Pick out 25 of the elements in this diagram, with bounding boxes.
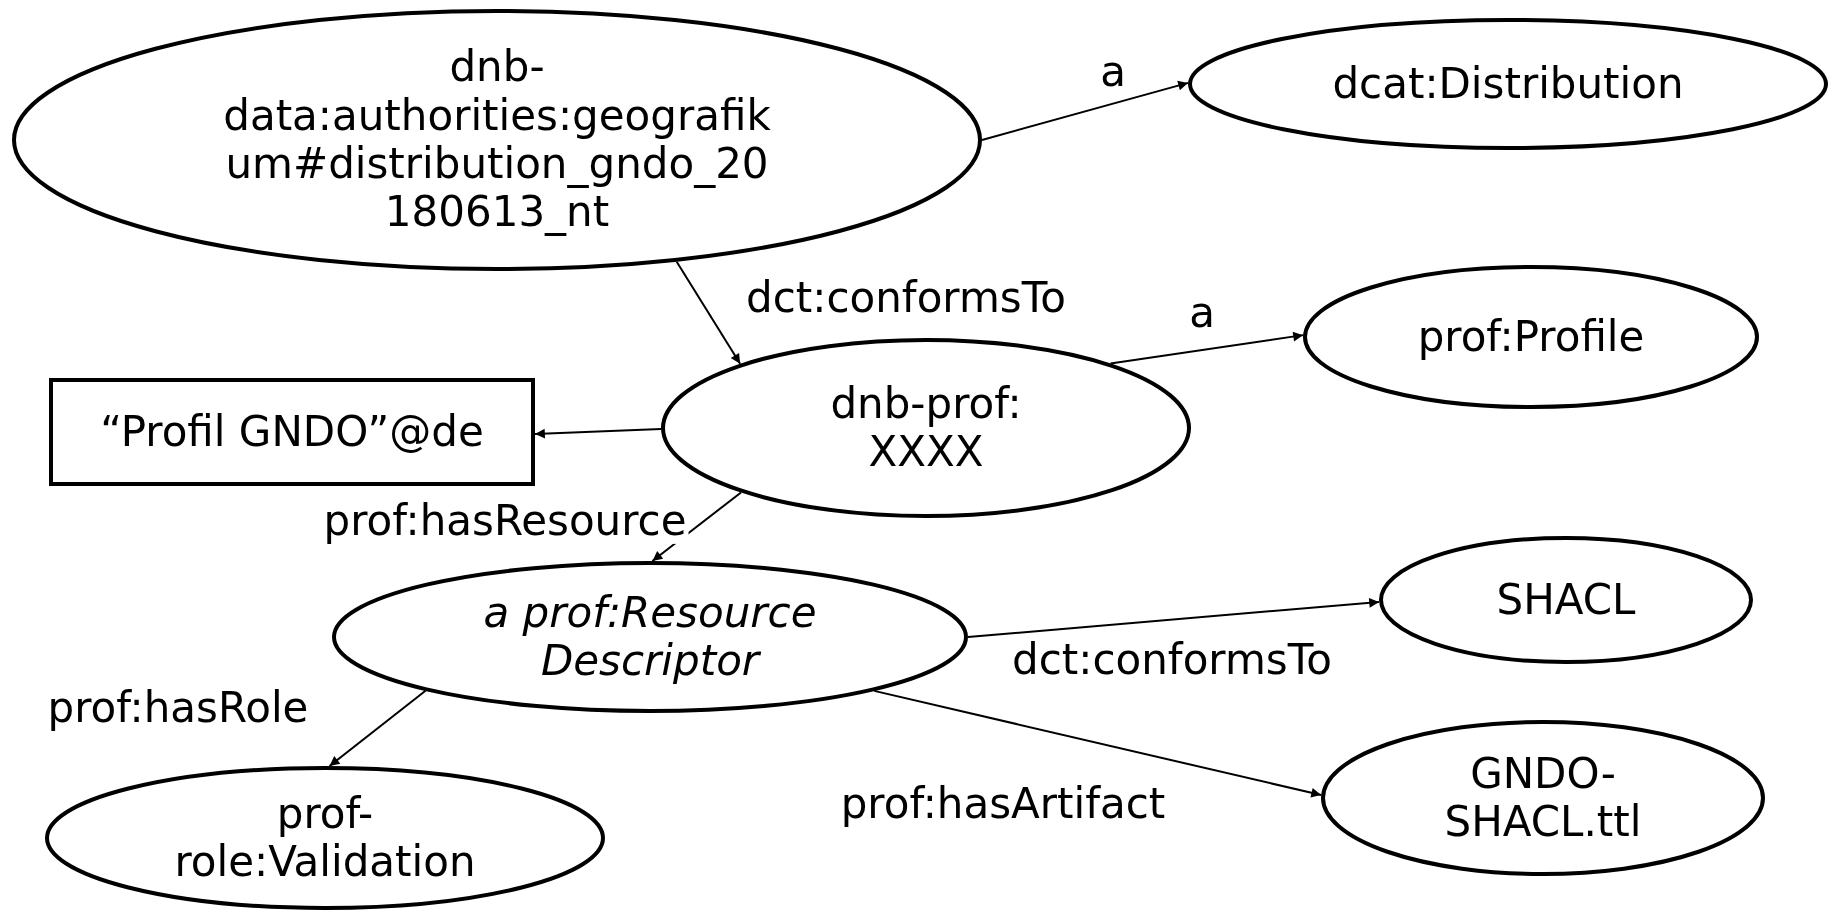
arrow <box>981 80 1190 141</box>
class-ellipse <box>45 766 605 910</box>
arrow <box>967 597 1381 638</box>
arrow <box>328 689 427 767</box>
class-ellipse <box>1303 265 1759 409</box>
arrow <box>651 491 742 562</box>
node-label: a prof:Resource Descriptor <box>482 588 818 686</box>
node-label: “Profil GNDO”@de <box>99 407 485 457</box>
class-ellipse <box>12 9 982 271</box>
arrow <box>873 689 1323 798</box>
node-label: dnb-prof: XXXX <box>829 379 1023 477</box>
node-label: dnb- data:authorities:geografik um#distribution_gndo_20 180613_nt <box>222 43 772 237</box>
class-ellipse <box>1379 536 1753 664</box>
node-label: prof- role:Validation <box>173 789 477 887</box>
arrow <box>1109 331 1305 365</box>
arrow <box>534 428 662 439</box>
class-ellipse <box>332 561 968 713</box>
arrow <box>675 260 742 365</box>
literal-box <box>49 378 535 486</box>
node-label: GNDO- SHACL.ttl <box>1443 749 1643 847</box>
class-ellipse <box>1321 720 1765 876</box>
node-label: SHACL <box>1495 575 1637 625</box>
class-ellipse <box>1188 18 1828 150</box>
node-label: dcat:Distribution <box>1331 59 1685 109</box>
node-label: prof:Profile <box>1416 312 1646 362</box>
